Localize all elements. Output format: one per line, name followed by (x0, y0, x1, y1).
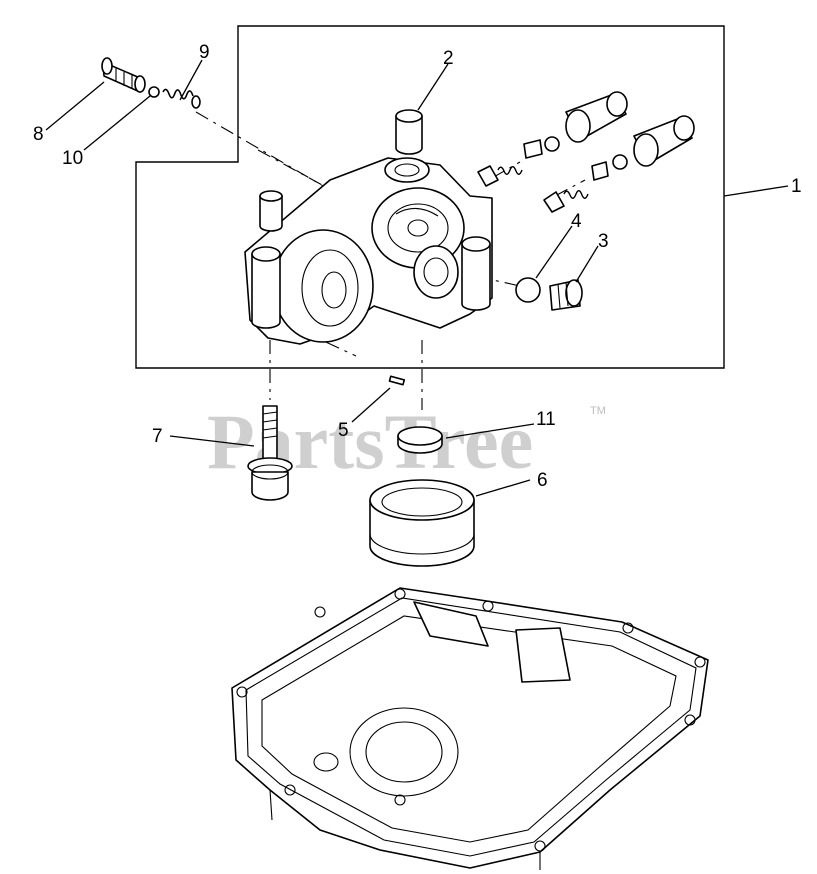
part-6-ring (369, 479, 475, 567)
part-9-spring (162, 88, 201, 109)
callout-11: 11 (536, 409, 556, 430)
callout-6: 6 (537, 470, 548, 491)
part-8-valve-plug (101, 57, 146, 93)
part-3-plug (549, 279, 583, 311)
part-10-ball (148, 86, 160, 98)
callout-2: 2 (443, 48, 454, 69)
watermark-trademark: TM (590, 405, 606, 417)
part-11-plug (397, 426, 443, 454)
part-2-collar (395, 109, 423, 155)
callout-10: 10 (62, 148, 83, 169)
part-7-bolt (247, 405, 293, 501)
callout-labels: 1 2 3 4 5 6 7 8 9 10 11 (33, 42, 802, 491)
part-5-pin (388, 375, 406, 386)
check-valve-upper (477, 91, 628, 187)
assembly-frame (135, 25, 725, 369)
check-valve-lower (543, 115, 695, 213)
callout-7: 7 (152, 426, 163, 447)
callout-5: 5 (338, 420, 349, 441)
lower-housing (231, 587, 709, 870)
callout-9: 9 (199, 42, 210, 63)
callout-3: 3 (598, 231, 609, 252)
part-1-center-section (244, 157, 493, 345)
part-4-seal (515, 277, 541, 303)
callout-8: 8 (33, 124, 44, 145)
callout-1: 1 (791, 176, 802, 197)
callout-4: 4 (571, 211, 582, 232)
leader-lines (45, 59, 789, 497)
